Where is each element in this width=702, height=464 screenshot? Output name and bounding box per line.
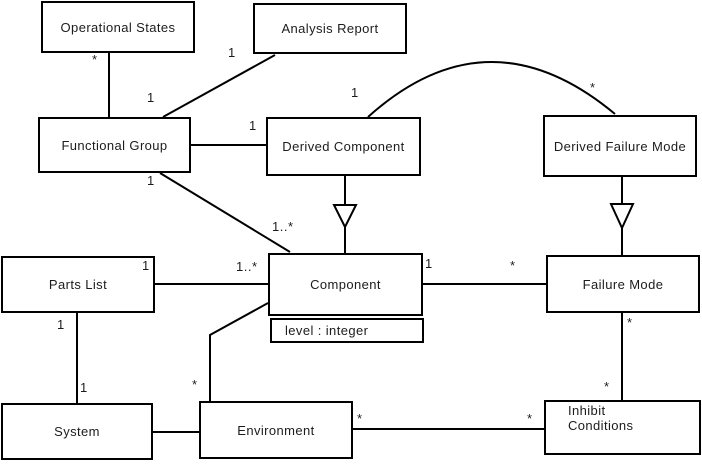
class-label-parts-list: Parts List [48, 277, 108, 292]
class-label-system: System [54, 424, 100, 439]
mult-parts-list-system-top-1: 1 [57, 317, 65, 332]
mult-arc-derived-failure-mode-end-star: * [590, 80, 596, 95]
class-box-environment: Environment [199, 401, 353, 459]
class-label-inhibit-conditions: Inhibit Conditions [568, 403, 634, 433]
class-label-failure-mode: Failure Mode [582, 276, 664, 292]
class-label-derived-failure-mode: Derived Failure Mode [553, 138, 687, 154]
class-box-parts-list: Parts List [1, 256, 155, 313]
mult-functional-group-analysis-end-1: 1 [147, 90, 155, 105]
edge-analysis-report-functional-group [162, 54, 276, 118]
class-label-component-attributes: level : integer [285, 323, 369, 338]
mult-derived-component-end-1: 1 [249, 118, 257, 133]
class-box-derived-component: Derived Component [266, 117, 421, 176]
class-box-component: Component [268, 253, 423, 316]
mult-arc-derived-component-end-1: 1 [351, 85, 359, 100]
mult-parts-list-system-bottom-1: 1 [80, 380, 88, 395]
generalization-triangle-component [332, 204, 358, 230]
class-box-failure-mode: Failure Mode [546, 255, 700, 313]
class-box-system: System [1, 403, 153, 460]
edge-environment-component [209, 302, 269, 401]
class-box-component-attributes: level : integer [270, 318, 424, 343]
mult-failure-mode-inhibit-bottom-star: * [604, 379, 610, 394]
mult-component-functional-group-end-1-star: 1..* [272, 219, 294, 234]
class-label-operational-states: Operational States [60, 19, 176, 35]
generalization-triangle-failure-mode [609, 203, 635, 231]
mult-environment-inhibit-left-star: * [357, 411, 363, 426]
class-box-derived-failure-mode: Derived Failure Mode [543, 115, 697, 177]
class-label-environment: Environment [237, 422, 315, 438]
class-box-analysis-report: Analysis Report [253, 3, 407, 54]
edge-functional-group-component [159, 172, 291, 253]
mult-operational-states-end-star: * [92, 52, 98, 67]
class-box-functional-group: Functional Group [38, 117, 191, 173]
mult-analysis-report-end-1: 1 [228, 45, 236, 60]
mult-component-parts-list-end-1-star: 1..* [236, 259, 258, 274]
class-label-derived-component: Derived Component [282, 139, 405, 154]
mult-parts-list-end-1: 1 [142, 258, 150, 273]
class-label-component: Component [310, 277, 381, 292]
class-box-inhibit-conditions: Inhibit Conditions [544, 400, 701, 455]
class-label-functional-group: Functional Group [61, 137, 168, 153]
mult-failure-mode-end-star: * [510, 258, 516, 273]
mult-component-end-1: 1 [425, 256, 433, 271]
class-box-operational-states: Operational States [41, 1, 195, 53]
edge-derived-component-derived-failure-mode-arc [367, 61, 616, 118]
mult-failure-mode-inhibit-top-star: * [627, 315, 633, 330]
class-label-analysis-report: Analysis Report [281, 21, 379, 36]
mult-environment-component-star: * [192, 377, 198, 392]
mult-functional-group-component-end-1: 1 [147, 173, 155, 188]
mult-environment-inhibit-right-star: * [527, 411, 533, 426]
